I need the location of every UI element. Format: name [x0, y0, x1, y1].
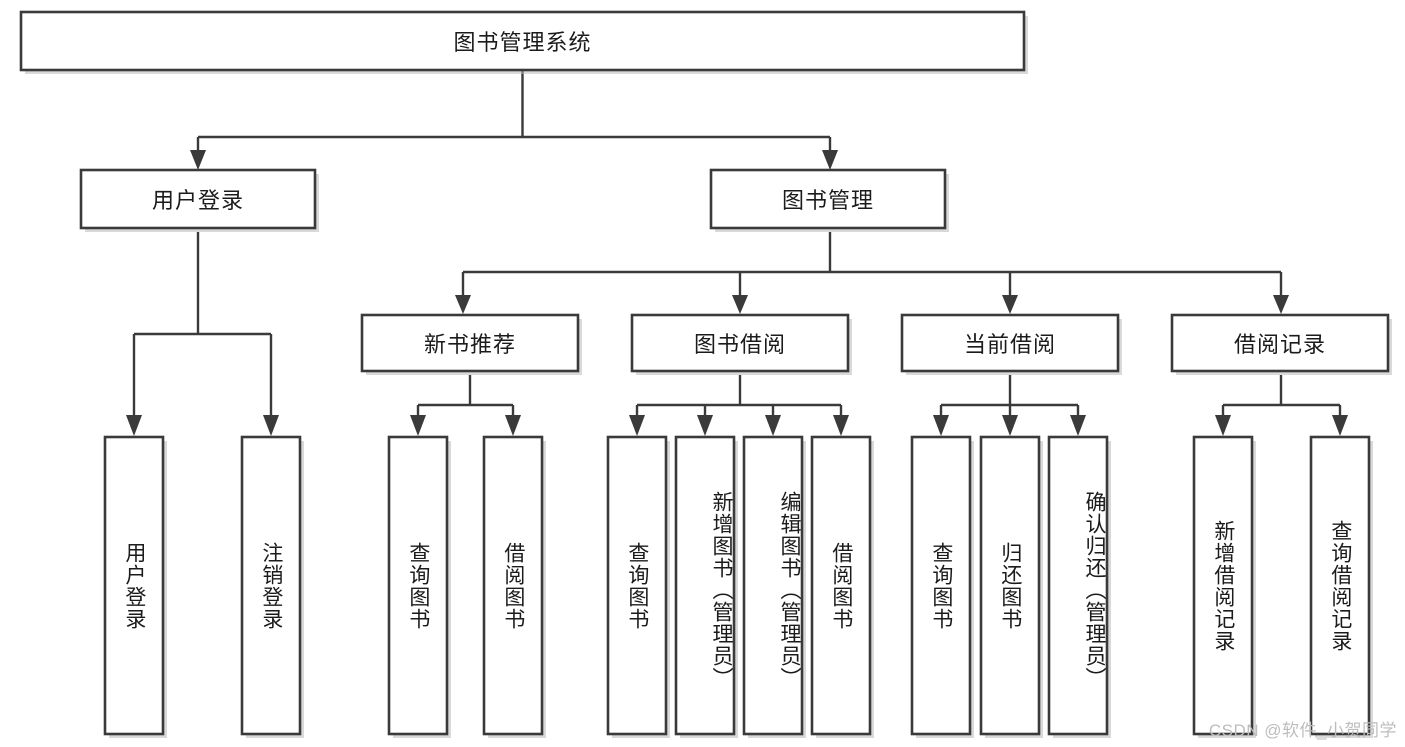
arrowhead-leaf-query-borrow-record [1332, 415, 1348, 436]
arrowhead-leaf-query-book-2 [629, 415, 645, 436]
arrowhead-leaf-edit-book [765, 415, 781, 436]
arrowhead-leaf-return-book [1002, 415, 1018, 436]
node-leaf-query-borrow-record[interactable] [1309, 435, 1371, 736]
node-leaf-logout-login[interactable] [240, 435, 302, 736]
node-leaf-edit-book[interactable] [742, 435, 804, 736]
node-leaf-query-book-2[interactable] [606, 435, 668, 736]
arrowhead-leaf-logout-login [263, 415, 279, 436]
arrowhead-leaf-query-book-3 [933, 415, 949, 436]
node-leaf-query-book-3[interactable] [910, 435, 972, 736]
arrowhead-book-borrow [732, 295, 748, 314]
node-leaf-confirm-return[interactable] [1047, 435, 1109, 736]
node-user-login[interactable] [79, 168, 317, 230]
arrowhead-book-manage [822, 150, 838, 170]
node-leaf-query-book-1[interactable] [387, 435, 449, 736]
arrowhead-leaf-add-book [697, 415, 713, 436]
node-leaf-borrow-book-2[interactable] [810, 435, 872, 736]
node-new-book-recommend[interactable] [360, 313, 580, 373]
arrowhead-leaf-confirm-return [1070, 415, 1086, 436]
node-leaf-add-book[interactable] [674, 435, 736, 736]
arrowhead-leaf-user-login [126, 415, 142, 436]
node-current-borrow[interactable] [900, 313, 1120, 373]
arrowhead-leaf-borrow-book-1 [505, 415, 521, 436]
node-borrow-record[interactable] [1170, 313, 1390, 373]
node-leaf-borrow-book-1[interactable] [482, 435, 544, 736]
arrowhead-new-book-recommend [455, 295, 471, 314]
arrowhead-leaf-query-book-1 [410, 415, 426, 436]
node-book-borrow[interactable] [630, 313, 850, 373]
arrowhead-user-login [190, 150, 206, 170]
arrowhead-borrow-record [1273, 295, 1289, 314]
node-book-manage[interactable] [709, 168, 947, 230]
arrowhead-current-borrow [1002, 295, 1018, 314]
node-leaf-user-login[interactable] [103, 435, 165, 736]
node-root[interactable] [19, 10, 1026, 72]
arrowhead-leaf-add-borrow-record [1215, 415, 1231, 436]
node-leaf-add-borrow-record[interactable] [1192, 435, 1254, 736]
connectors-layer [126, 70, 1348, 436]
boxes-layer [19, 10, 1392, 738]
node-leaf-return-book[interactable] [979, 435, 1041, 736]
arrowhead-leaf-borrow-book-2 [833, 415, 849, 436]
